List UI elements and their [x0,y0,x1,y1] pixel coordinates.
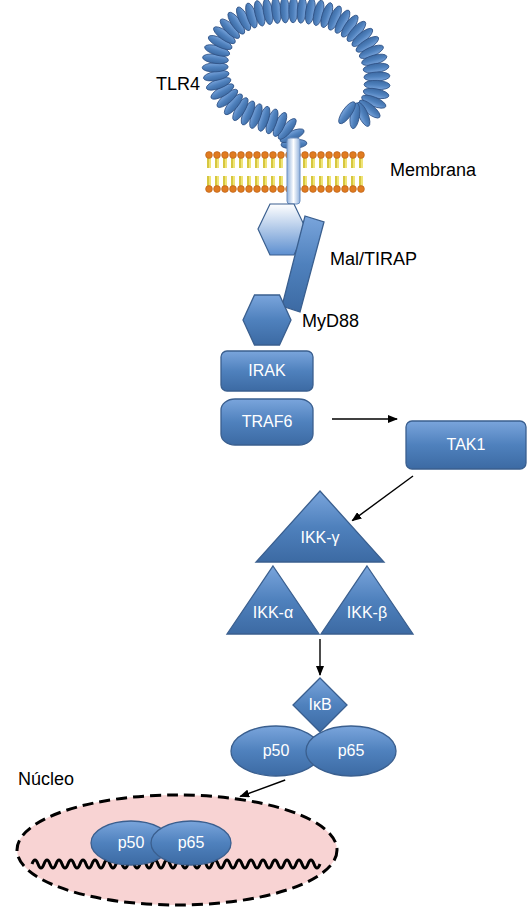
node: IKK-β [320,565,414,635]
membrane-label: Membrana [390,160,476,181]
node-shape [320,565,414,635]
node: IKK-γ [255,490,385,563]
node: Mal/TIRAP [280,215,325,313]
coil-segment [336,99,358,126]
node-shape [242,294,292,346]
box-outline [221,399,313,445]
arrow-connector [352,476,413,521]
ellipse-outline [306,726,396,776]
node-shape [226,565,320,635]
membrane [205,150,365,194]
receptor-ectodomain [202,0,390,150]
node: Núcleo p50 p65 [10,768,345,910]
box-outline [406,421,526,469]
arrow-connector [240,780,285,796]
node-label: TAK1 [447,436,486,454]
node-label: p50 [263,742,290,760]
node: TRAF6 [220,398,314,446]
transmembrane-domain [287,138,300,204]
node-label: IKK-α [253,604,293,622]
box-outline [221,351,313,391]
hexagon-outline [243,295,291,345]
node: IKK-α [226,565,320,635]
node: p65 [305,725,397,777]
node-label: IκB [308,696,331,714]
bar-outline [282,216,324,312]
node: MyD88 [242,294,292,346]
node-label: IKK-γ [300,529,339,547]
node: TAK1 [405,420,527,470]
arrow-connector [332,418,397,419]
node-label: TLR4 [156,75,200,95]
node-label: IKK-β [347,604,387,622]
node-shape [255,490,385,563]
node-shape [280,215,325,313]
node-label: Núcleo [18,770,74,790]
node: TLR4 [150,70,206,100]
node: IRAK [220,350,314,392]
node-label: TRAF6 [242,413,293,431]
ellipse-outline [151,821,231,865]
node: p65 [150,820,232,866]
node: IκB [292,677,348,733]
node-label: p50 [118,834,145,852]
triangle-outline [256,491,384,562]
triangle-outline [227,566,319,634]
node-label: p65 [178,834,205,852]
node-label: MyD88 [302,312,359,332]
diamond-outline [293,678,347,732]
arrow-connector [319,639,320,675]
nucleus-outline [17,795,337,905]
triangle-outline [321,566,413,634]
node-label: Mal/TIRAP [330,250,417,270]
node-label: p65 [338,742,365,760]
node-label: IRAK [248,362,285,380]
